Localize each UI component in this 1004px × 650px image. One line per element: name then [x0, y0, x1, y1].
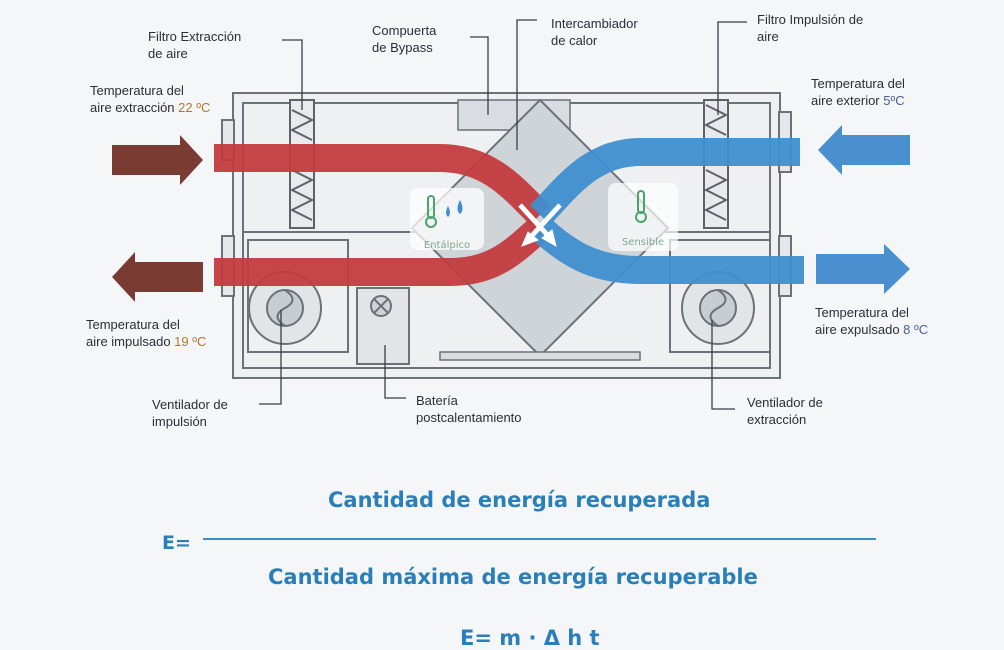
label-filtro-extraccion: Filtro Extracción de aire — [148, 29, 242, 61]
temp-extraccion-value: 22 ºC — [178, 100, 211, 115]
exterior-air-duct — [529, 138, 800, 225]
temp-impulsado-value: 19 ºC — [174, 334, 207, 349]
temp-exterior-value: 5ºC — [883, 93, 905, 108]
arrow-exterior-in — [818, 125, 910, 175]
formula-denominator: Cantidad máxima de energía recuperable — [268, 565, 758, 589]
arrow-expulsion-out — [816, 244, 910, 294]
arrow-impulsion-out — [112, 252, 203, 302]
formula-prefix: E= — [162, 532, 191, 554]
formula-bottom: E= m · Δ h t — [460, 626, 600, 650]
postheat-battery — [356, 287, 410, 365]
label-filtro-impulsion: Filtro Impulsión de aire — [757, 12, 864, 44]
label-intercambiador: Intercambiador de calor — [551, 16, 638, 48]
sensible-badge-label: Sensible — [622, 237, 664, 248]
label-vent-impulsion: Ventilador de impulsión — [152, 397, 228, 429]
label-bateria: Batería postcalentamiento — [416, 393, 522, 425]
leader-lines — [259, 19, 747, 410]
enthalpic-badge-label: Entálpico — [424, 239, 470, 251]
exchange-arrows — [518, 203, 562, 248]
label-temp-exterior: Temperatura del aire exterior 5ºC — [811, 76, 905, 108]
label-compuerta-bypass: Compuerta de Bypass — [372, 23, 437, 55]
exchanger-base — [439, 351, 641, 361]
sensible-badge — [608, 183, 678, 251]
label-vent-extraccion: Ventilador de extracción — [747, 395, 823, 427]
label-temp-impulsado: Temperatura del aire impulsado 19 ºC — [86, 317, 207, 349]
fan-extraccion — [669, 239, 771, 353]
label-temp-extraccion: Temperatura del aire extracción 22 ºC — [90, 83, 211, 115]
temp-expulsado-value: 8 ºC — [903, 322, 929, 337]
label-temp-expulsado: Temperatura del aire expulsado 8 ºC — [815, 305, 929, 337]
formula-numerator: Cantidad de energía recuperada — [328, 488, 711, 512]
enthalpic-badge — [410, 188, 484, 250]
arrow-extraction-in — [112, 135, 203, 185]
